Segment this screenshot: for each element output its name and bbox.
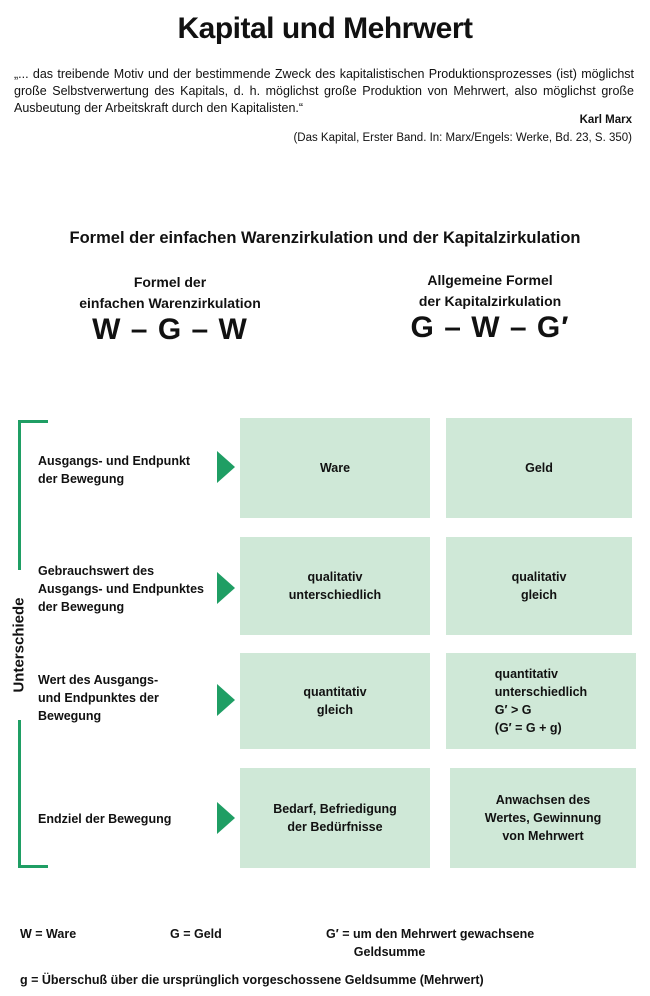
right-formula: G – W – G′ (410, 311, 570, 344)
right-heading-line-2: der Kapitalzirkulation (418, 293, 562, 309)
legend-g-prime: G′ = um den Mehrwert gewachsene Geldsumm… (326, 927, 535, 959)
cell-g-use-value: qualitativ gleich (446, 537, 632, 635)
legend-w: W = Ware (20, 927, 77, 941)
left-heading-line-2: einfachen Warenzirkulation (79, 295, 261, 311)
page-title: Kapital und Mehrwert (177, 12, 473, 45)
quote-source: (Das Kapital, Erster Band. In: Marx/Enge… (293, 132, 632, 144)
marx-quote: „... das treibende Motiv und der bestimm… (14, 67, 634, 115)
left-heading-line-1: Formel der (133, 274, 207, 290)
differences-label: Unterschiede (10, 597, 28, 693)
row-label-value: Wert des Ausgangs- und Endpunktes der Be… (38, 673, 159, 723)
cell-text: Bedarf, Befriedigung der Bedürfnisse (273, 802, 397, 834)
legend-small-g: g = Überschuß über die ursprünglich vorg… (20, 973, 484, 987)
cell-g-value: quantitativ unterschiedlich G′ > G (G′ =… (446, 653, 636, 749)
cell-text: Anwachsen des Wertes, Gewinnung von Mehr… (484, 793, 602, 843)
row-label-start-end-point: Ausgangs- und Endpunkt der Bewegung (38, 454, 191, 486)
arrow-icon (217, 572, 235, 604)
quote-author: Karl Marx (579, 114, 632, 126)
cell-text: quantitativ unterschiedlich G′ > G (G′ =… (494, 667, 588, 735)
row-label-use-value: Gebrauchswert des Ausgangs- und Endpunkt… (38, 564, 204, 614)
arrow-icon (217, 451, 235, 483)
arrow-icon (217, 684, 235, 716)
right-heading-line-1: Allgemeine Formel (427, 272, 553, 288)
cell-g-start-end-point: Geld (446, 418, 632, 518)
cell-text: qualitativ unterschiedlich (288, 570, 382, 602)
right-formula-heading: Allgemeine Formel der Kapitalzirkulation (360, 270, 620, 312)
left-formula: W – G – W (92, 313, 248, 346)
cell-text: Ware (319, 461, 351, 475)
cell-text: quantitativ gleich (303, 685, 367, 717)
cell-g-end-goal: Anwachsen des Wertes, Gewinnung von Mehr… (450, 768, 636, 868)
left-formula-heading: Formel der einfachen Warenzirkulation (40, 272, 300, 314)
diagram-title: Formel der einfachen Warenzirkulation un… (69, 229, 581, 247)
cell-text: qualitativ gleich (511, 570, 567, 602)
legend-g: G = Geld (170, 927, 222, 941)
row-label-end-goal: Endziel der Bewegung (38, 812, 172, 826)
cell-w-start-end-point: Ware (240, 418, 430, 518)
cell-text: Geld (525, 461, 553, 475)
cell-w-value: quantitativ gleich (240, 653, 430, 749)
cell-w-end-goal: Bedarf, Befriedigung der Bedürfnisse (240, 768, 430, 868)
cell-w-use-value: qualitativ unterschiedlich (240, 537, 430, 635)
arrow-icon (217, 802, 235, 834)
differences-label-wrap: Unterschiede (3, 570, 35, 720)
